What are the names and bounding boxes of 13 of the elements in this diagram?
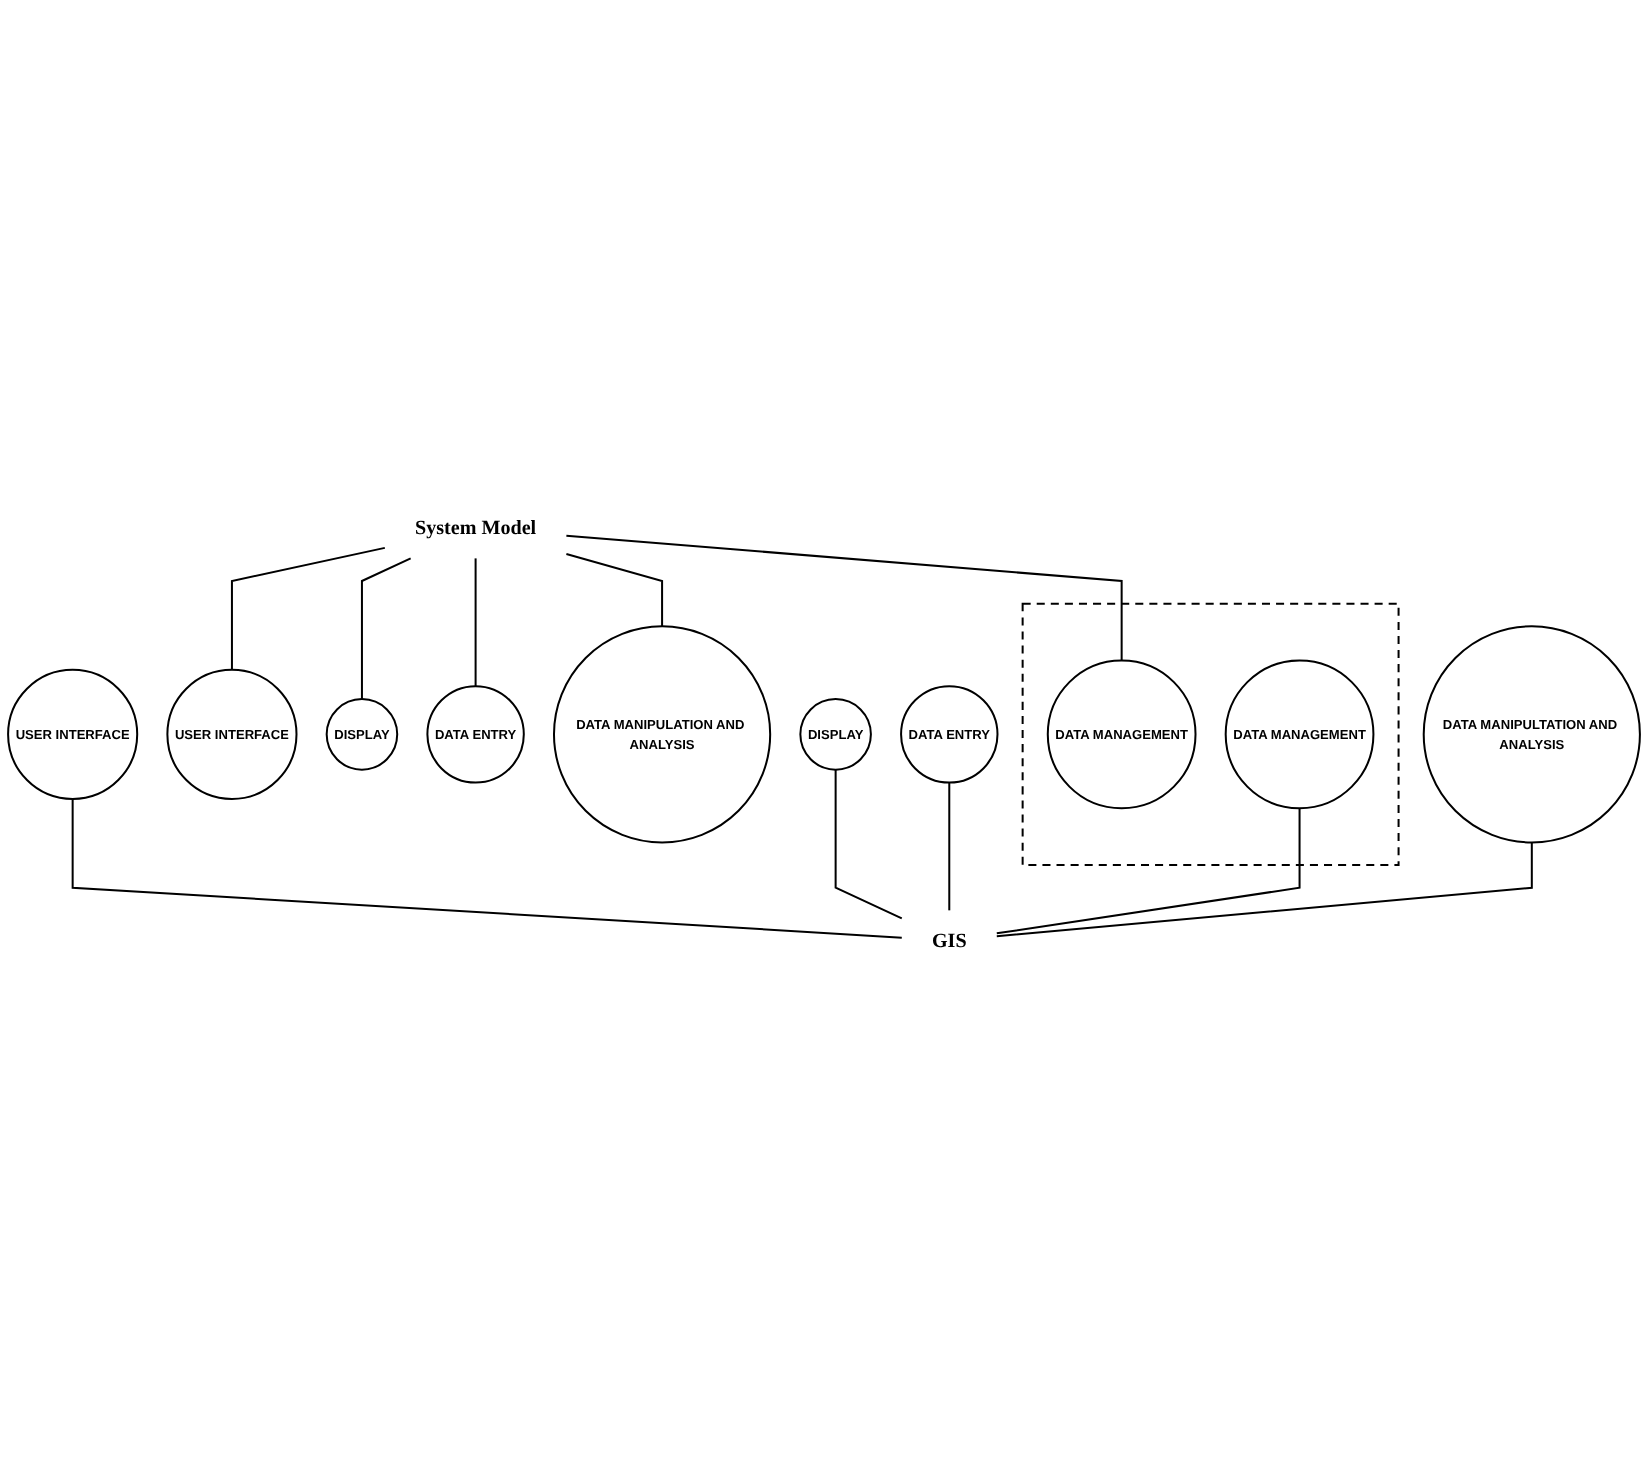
connector bbox=[230, 547, 386, 671]
connector bbox=[474, 559, 477, 687]
connector bbox=[71, 799, 902, 940]
node-text: GIS bbox=[931, 930, 967, 953]
connector bbox=[566, 535, 1123, 662]
node-text: System Model bbox=[414, 517, 537, 540]
connector bbox=[566, 553, 664, 627]
cluster bbox=[1021, 603, 1400, 867]
connector bbox=[996, 843, 1533, 938]
connector bbox=[948, 783, 951, 911]
connector bbox=[834, 770, 903, 920]
connector bbox=[996, 808, 1301, 935]
connector bbox=[360, 558, 412, 700]
